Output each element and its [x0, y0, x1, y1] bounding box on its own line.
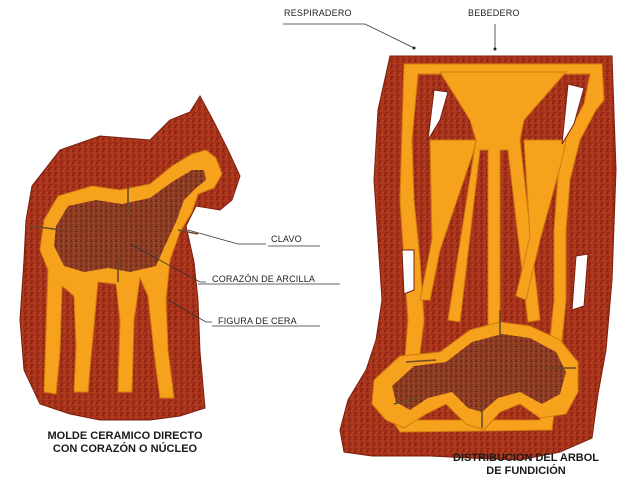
label-corazon-de-arcilla: CORAZÓN DE ARCILLA	[212, 274, 315, 284]
caption-left: MOLDE CERAMICO DIRECTO CON CORAZÓN O NÚC…	[20, 430, 230, 456]
caption-right: DISTRIBUCION DEL ARBOL DE FUNDICIÓN	[436, 452, 616, 478]
label-clavo: CLAVO	[271, 234, 302, 244]
caption-right-line1: DISTRIBUCION DEL ARBOL	[436, 452, 616, 465]
vent-dots	[413, 47, 497, 51]
label-bebedero: BEBEDERO	[468, 8, 520, 18]
label-respiradero: RESPIRADERO	[284, 8, 352, 18]
caption-left-line2: CON CORAZÓN O NÚCLEO	[20, 443, 230, 456]
label-figura-de-cera: FIGURA DE CERA	[218, 316, 297, 326]
caption-left-line1: MOLDE CERAMICO DIRECTO	[20, 430, 230, 443]
caption-right-line2: DE FUNDICIÓN	[436, 465, 616, 478]
